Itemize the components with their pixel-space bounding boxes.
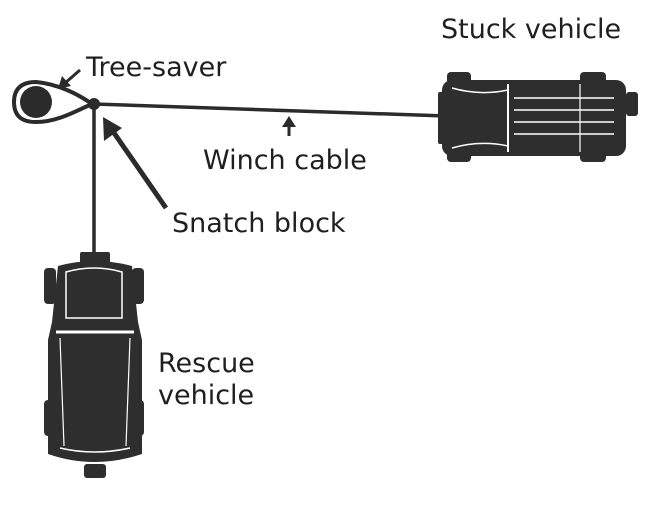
winch-cable-pointer-arrow <box>282 116 296 136</box>
stuck-vehicle-icon <box>438 72 638 162</box>
tree-with-tree-saver <box>11 79 97 125</box>
snatch-block-label: Snatch block <box>172 208 346 239</box>
winch-cable-to-stuck-vehicle <box>93 102 447 118</box>
rescue-vehicle-icon <box>44 252 144 478</box>
snatch-block-icon <box>88 98 100 110</box>
winch-cable-label: Winch cable <box>203 145 367 176</box>
rescue-vehicle-label: Rescue vehicle <box>158 348 255 412</box>
rescue-vehicle-label-line2: vehicle <box>158 380 255 411</box>
tree-trunk <box>20 86 52 118</box>
tree-saver-label: Tree-saver <box>86 52 227 83</box>
rescue-vehicle-label-line1: Rescue <box>158 348 255 379</box>
snatch-block-pointer-arrow <box>103 117 169 210</box>
tree-saver-strap <box>11 79 97 125</box>
stuck-vehicle-label: Stuck vehicle <box>441 14 622 45</box>
tree-saver-pointer-arrow <box>58 68 81 89</box>
